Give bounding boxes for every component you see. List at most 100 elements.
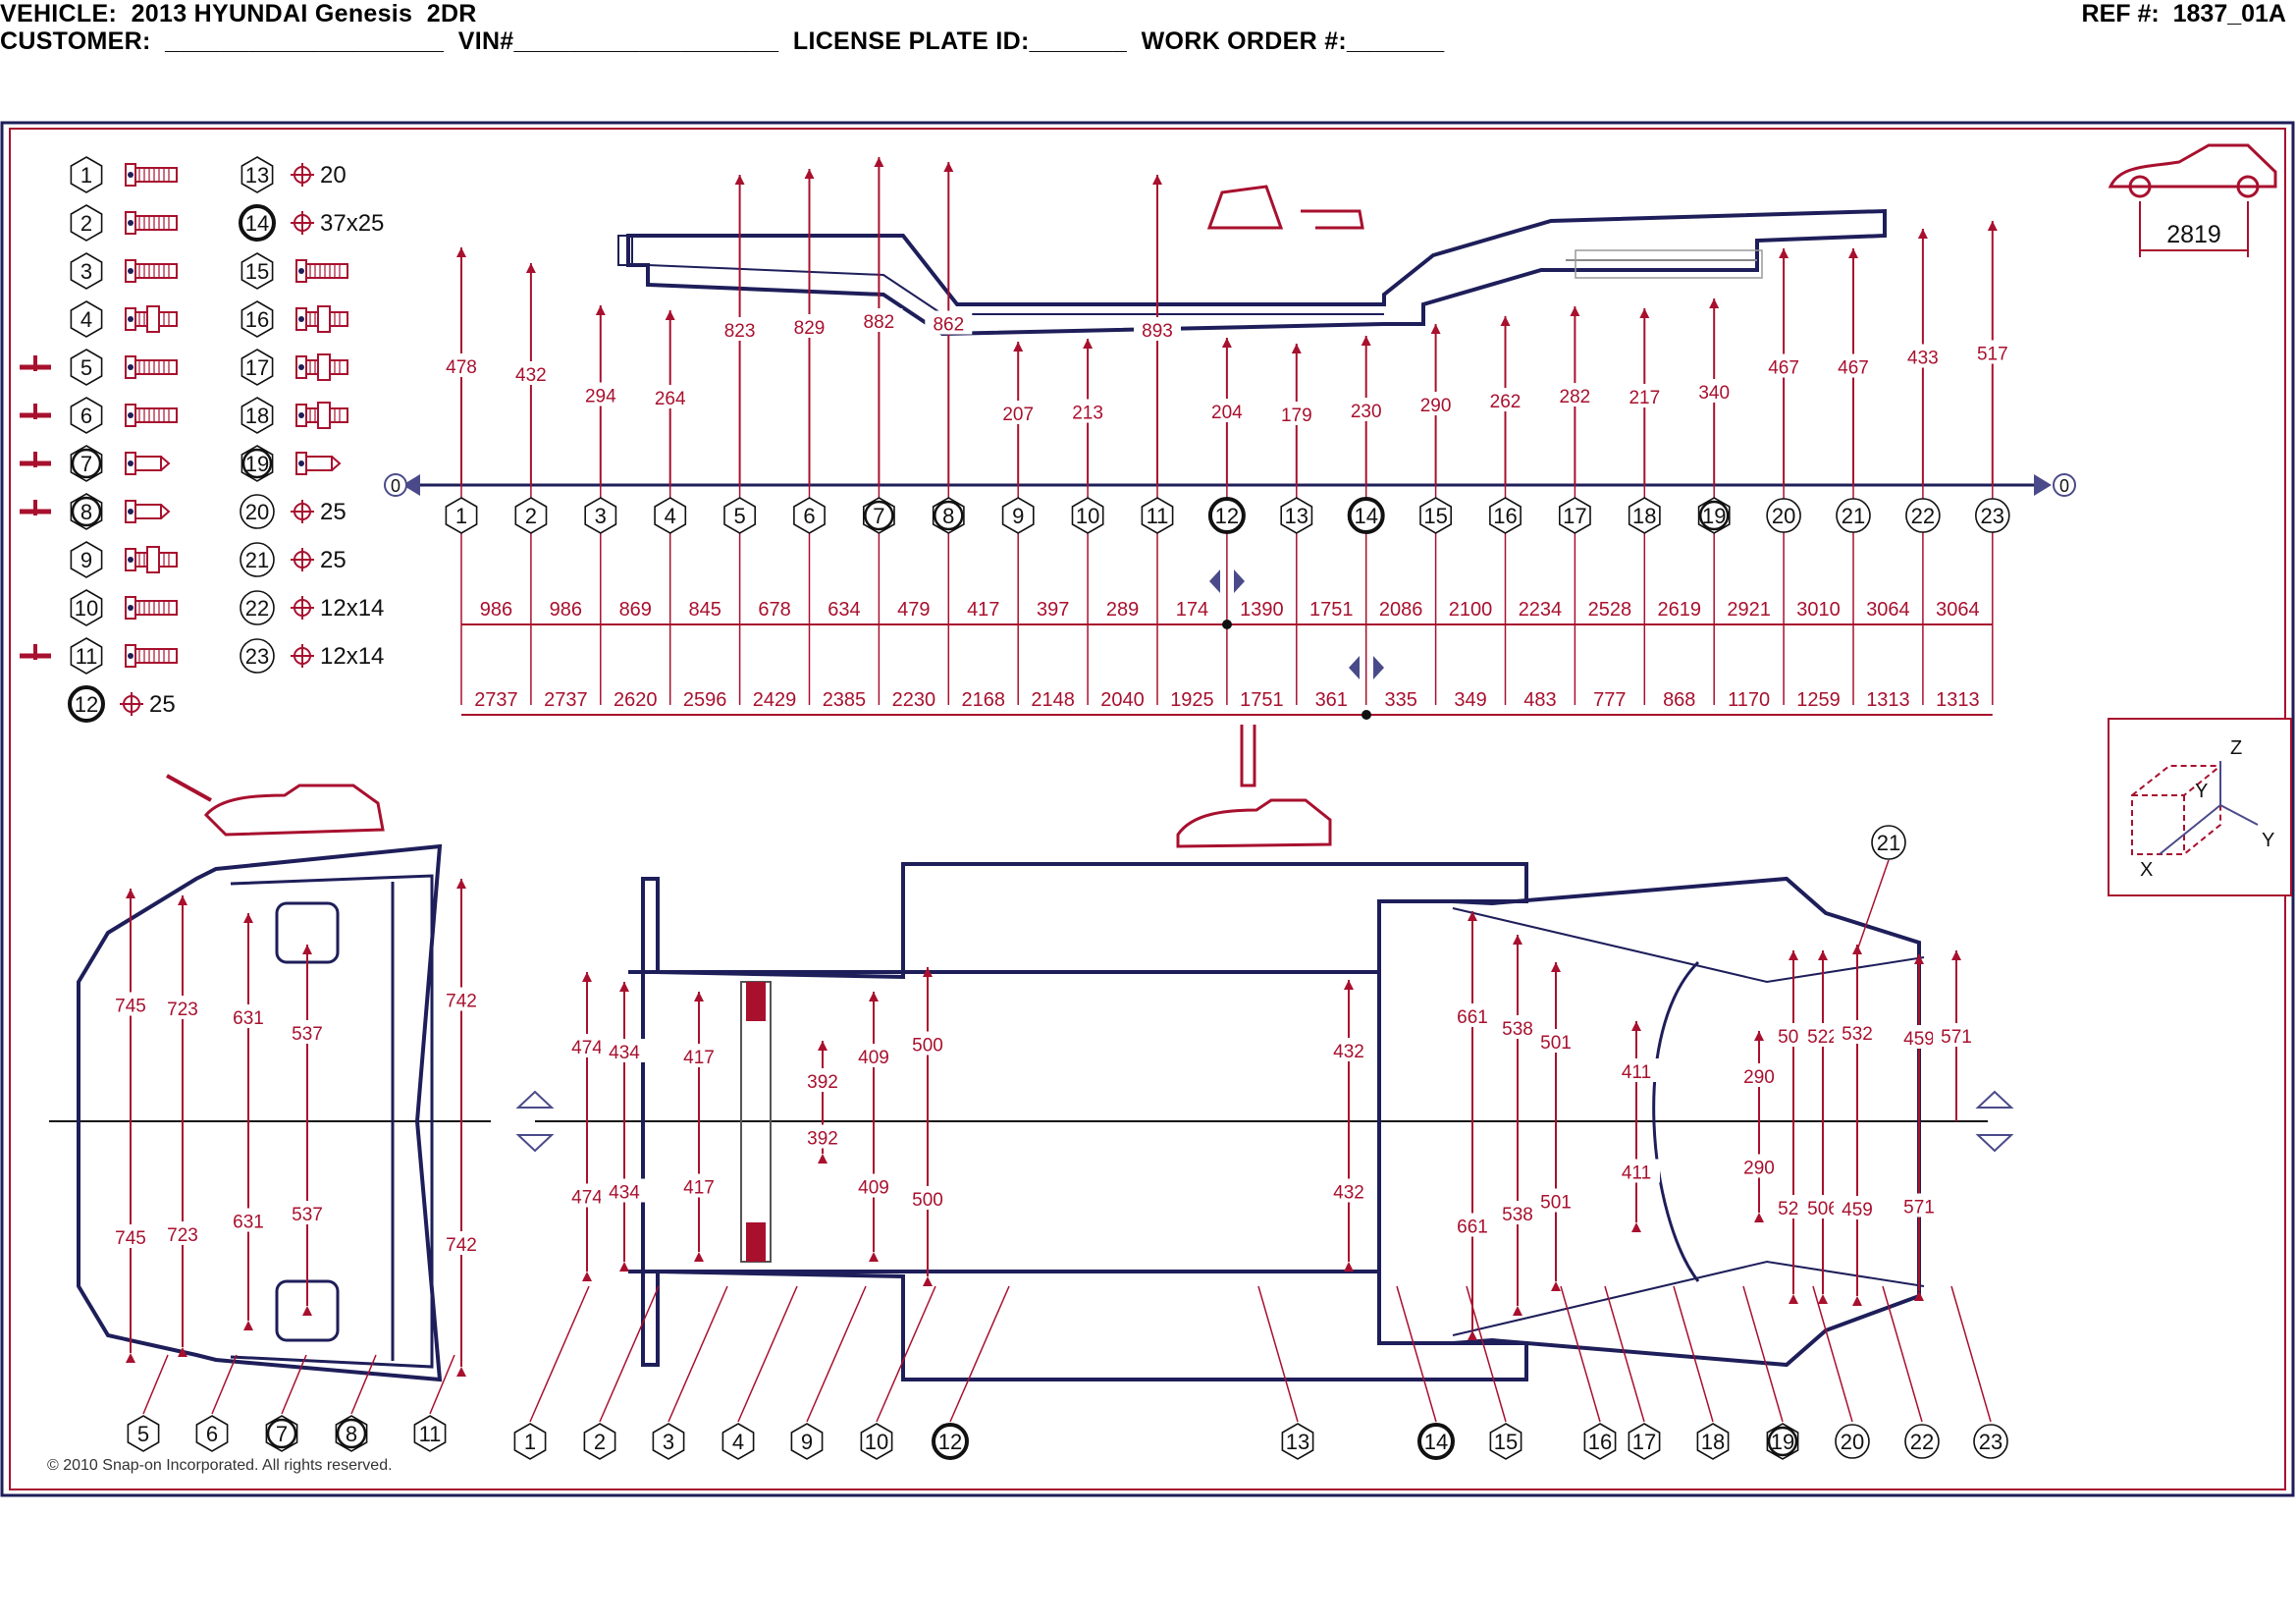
lower-length-2: 2620 — [614, 689, 658, 711]
bolt-shank-icon — [134, 600, 178, 616]
lower-length-14: 349 — [1454, 689, 1486, 711]
side-point-11: 11 — [1141, 497, 1174, 534]
point-hex — [1281, 1423, 1314, 1460]
point-ring — [71, 496, 102, 527]
bolt-shank-icon — [305, 456, 333, 471]
arrow-head — [619, 1262, 629, 1272]
dim-label-bg — [1325, 1178, 1372, 1203]
plan-point-1: 1 — [513, 1423, 547, 1460]
point-number: 3 — [595, 504, 607, 528]
bolt-shank-icon — [134, 648, 178, 664]
side-point-15: 15 — [1419, 497, 1452, 534]
dim-label-bg — [438, 353, 485, 377]
customer-label: CUSTOMER: — [0, 27, 151, 55]
upper-length-10: 174 — [1176, 599, 1208, 621]
point-number: 7 — [80, 452, 92, 476]
point-number: 20 — [245, 500, 269, 524]
height-value-12: 204 — [1211, 403, 1243, 423]
front-car-icon — [1206, 185, 1284, 230]
plan-point-18: 18 — [1696, 1423, 1730, 1460]
dim-label-bg — [159, 1221, 206, 1245]
nut-icon — [317, 353, 331, 381]
point-hex — [70, 397, 103, 434]
height-value-8: 862 — [933, 315, 964, 336]
point-hex — [1628, 497, 1661, 534]
arrow-head — [582, 972, 592, 982]
height-value-15: 290 — [1420, 396, 1452, 416]
upper-length-5: 634 — [828, 599, 860, 621]
vin-field[interactable]: ___________________ — [513, 27, 779, 55]
upper-length-15: 2234 — [1519, 599, 1563, 621]
point-number: 23 — [245, 644, 269, 669]
dim-label-bg — [576, 382, 624, 406]
dim-label-bg — [1896, 1193, 1943, 1218]
arrow-head — [874, 157, 884, 167]
dim-label-bg — [507, 361, 555, 385]
point-number: 11 — [419, 1422, 442, 1446]
point-number: 12 — [938, 1430, 962, 1454]
upper-length-11: 1390 — [1240, 599, 1284, 621]
upper-length-16: 2528 — [1588, 599, 1632, 621]
arrow-head — [665, 310, 675, 320]
arrow-head — [1631, 1021, 1641, 1031]
point-number: 9 — [801, 1430, 813, 1454]
point-number: 1 — [455, 504, 467, 528]
front-dim-bottom-0: 745 — [115, 1228, 146, 1249]
work-order-field[interactable]: _______ — [1347, 27, 1445, 55]
height-value-17: 282 — [1560, 387, 1591, 407]
flip-arrow-icon — [1975, 1090, 2014, 1153]
leader-line — [599, 1285, 660, 1423]
upper-length-7: 417 — [967, 599, 999, 621]
y-axis — [2219, 804, 2259, 826]
point-hex — [445, 497, 478, 534]
datum-zero-right — [2053, 473, 2076, 497]
upper-length-12: 1751 — [1309, 599, 1354, 621]
point-hex — [1696, 1423, 1730, 1460]
datum-label-left: 0 — [391, 476, 400, 496]
plan-dim-bottom-14: 459 — [1842, 1200, 1873, 1220]
plan-dim-bottom-3: 392 — [807, 1129, 838, 1150]
plan-dim-bottom-5: 500 — [912, 1190, 943, 1211]
center-dot — [1362, 710, 1371, 720]
point-hex — [265, 1415, 298, 1452]
dim-label-bg — [601, 1039, 648, 1062]
nut-icon — [146, 546, 160, 573]
plan-point-16: 16 — [1583, 1423, 1617, 1460]
arrow-head — [302, 945, 312, 954]
plan-dim-top-7: 661 — [1457, 1007, 1488, 1028]
arrow-head — [1152, 175, 1162, 185]
ref-value: 1837_01A — [2172, 0, 2286, 27]
plan-dim-top-9: 501 — [1540, 1033, 1572, 1054]
front-dim-bottom-3: 537 — [292, 1205, 323, 1225]
plan-dim-bottom-10: 411 — [1622, 1164, 1651, 1184]
bolt-dot — [128, 460, 133, 466]
sheet-border — [0, 121, 2295, 1497]
upper-length-14: 2100 — [1449, 599, 1493, 621]
x-axis-label: X — [2140, 859, 2153, 881]
point-ring — [68, 685, 105, 723]
side-point-22: 22 — [1905, 498, 1941, 533]
bolt-dot — [128, 509, 133, 514]
arrow-head — [302, 1306, 312, 1316]
leader-line — [1396, 1285, 1437, 1423]
bolt-dot — [128, 605, 133, 611]
plan-point-9: 9 — [790, 1423, 824, 1460]
arrow-head — [1914, 954, 1924, 964]
point-hex — [932, 497, 965, 534]
side-point-10: 10 — [1071, 497, 1104, 534]
point-ring — [1766, 498, 1801, 533]
arrow-head — [694, 1252, 704, 1262]
lower-length-11: 1751 — [1240, 689, 1284, 711]
plan-dim-bottom-2: 417 — [683, 1178, 715, 1199]
point-number: 19 — [1702, 504, 1726, 528]
lower-length-0: 2737 — [474, 689, 518, 711]
customer-field[interactable]: ____________________ — [165, 27, 445, 55]
point-hex — [335, 1415, 368, 1452]
arrow-head — [1951, 950, 1961, 960]
upper-length-21: 3064 — [1936, 599, 1980, 621]
point-number: 9 — [1012, 504, 1024, 528]
point-hex — [652, 1423, 685, 1460]
arrow-head — [456, 247, 466, 257]
plate-field[interactable]: _______ — [1029, 27, 1128, 55]
